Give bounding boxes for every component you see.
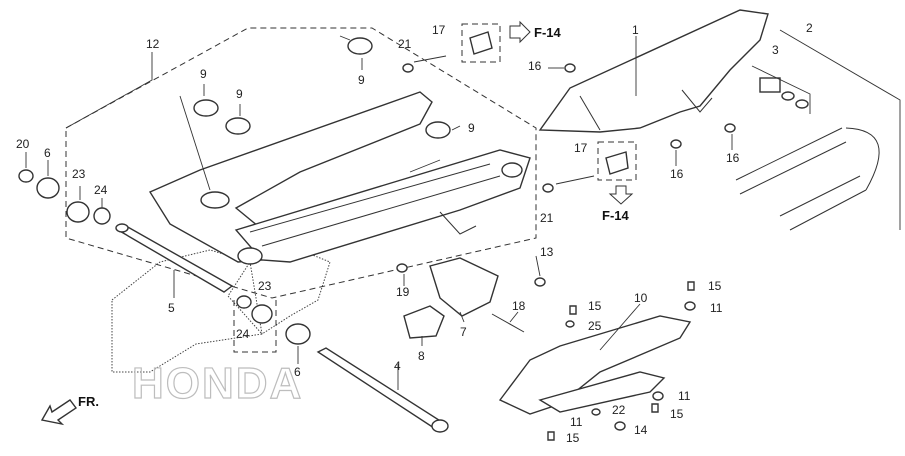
callout-9a: 9: [200, 67, 207, 81]
callout-11a: 11: [710, 301, 723, 315]
callout-12: 12: [146, 37, 160, 51]
swingarm: [148, 91, 531, 265]
callout-17a: 17: [432, 23, 446, 37]
chain-slider: [498, 315, 692, 415]
brand-watermark-text: HONDA: [132, 359, 303, 408]
callout-15a: 15: [708, 279, 722, 293]
callout-15d: 15: [566, 431, 580, 445]
callout-24b: 24: [236, 327, 250, 341]
callout-11c: 11: [570, 415, 583, 429]
leader-lines: [25, 35, 733, 390]
drive-chain: [735, 29, 901, 231]
swingarm-assembly-outline: [65, 27, 537, 353]
fasteners: [396, 55, 736, 441]
callout-16b: 16: [670, 167, 684, 181]
reference-label-lower: F-14: [602, 208, 630, 223]
callout-16c: 16: [726, 151, 740, 165]
callout-3: 3: [772, 43, 779, 57]
callout-20: 20: [16, 137, 30, 151]
callout-18: 18: [512, 299, 526, 313]
callout-21b: 21: [540, 211, 554, 225]
callout-7: 7: [460, 325, 467, 339]
chain-case: [538, 9, 769, 133]
pivot-shaft: [115, 223, 234, 293]
callout-13: 13: [540, 245, 554, 259]
callout-21a: 21: [398, 37, 412, 51]
reference-box-upper: F-14: [461, 20, 562, 63]
callout-10: 10: [634, 291, 648, 305]
callout-2: 2: [806, 21, 813, 35]
front-direction-label: FR.: [78, 394, 99, 409]
callout-9d: 9: [468, 121, 475, 135]
rear-axle: [316, 347, 449, 433]
callout-9c: 9: [358, 73, 365, 87]
callout-1: 1: [632, 23, 639, 37]
callout-19: 19: [396, 285, 410, 299]
callout-9b: 9: [236, 87, 243, 101]
callout-5: 5: [168, 301, 175, 315]
callout-17b: 17: [574, 141, 588, 155]
callout-11b: 11: [678, 389, 691, 403]
callout-22: 22: [612, 403, 626, 417]
callout-6b: 6: [294, 365, 301, 379]
callout-labels: 1 2 3 4 5 6 6 7 8 9 9 9 9 10 11 11 11 12…: [16, 21, 813, 445]
callout-23a: 23: [72, 167, 86, 181]
chain-joint: [751, 65, 811, 114]
reference-box-lower: F-14: [597, 141, 637, 223]
callout-15c: 15: [670, 407, 684, 421]
callout-25: 25: [588, 319, 602, 333]
callout-4: 4: [394, 359, 401, 373]
bearings-and-seals: [18, 37, 451, 345]
reference-label-upper: F-14: [534, 25, 562, 40]
chain-guide: [403, 257, 499, 339]
callout-16a: 16: [528, 59, 542, 73]
callout-15b: 15: [588, 299, 602, 313]
callout-8: 8: [418, 349, 425, 363]
callout-14: 14: [634, 423, 648, 437]
callout-24a: 24: [94, 183, 108, 197]
front-direction-arrow: FR.: [40, 394, 99, 426]
callout-6a: 6: [44, 146, 51, 160]
callout-23b: 23: [258, 279, 272, 293]
